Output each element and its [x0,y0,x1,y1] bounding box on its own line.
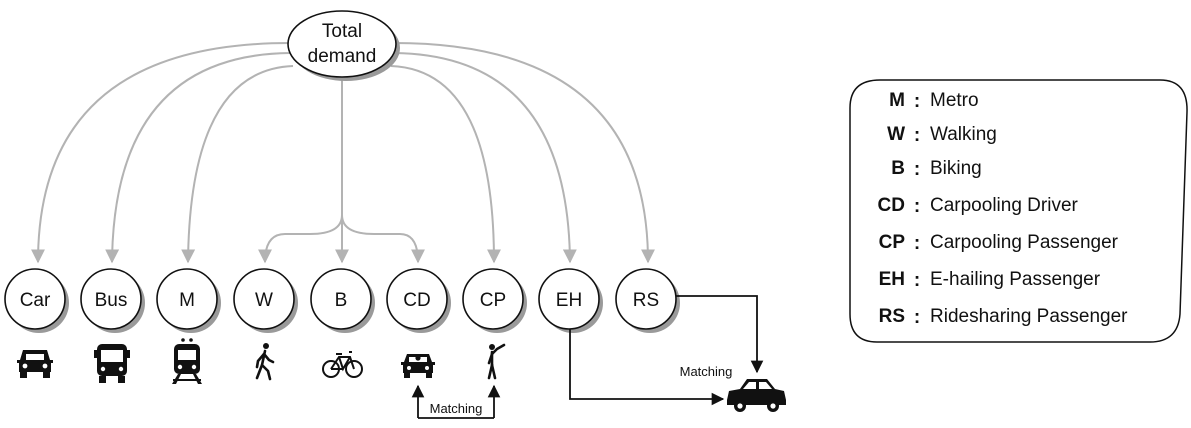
edge-to-walking [258,214,343,264]
walking-person-icon [255,343,275,381]
legend-colon: : [914,125,920,146]
edge-to-metro [181,65,294,264]
legend-colon: : [914,270,920,291]
ridesharing-matching-label: Matching [680,364,733,379]
ridesharing-matching-link [569,295,764,406]
mode-node-ehailing-circle [538,268,600,330]
bicycle-icon [322,351,363,378]
edge-to-car [31,42,291,264]
legend-abbr: EH [879,269,905,290]
train-icon [172,338,202,384]
edge-to-carpool-driver [341,214,425,264]
legend-box [849,79,1188,343]
total-demand-label-line1: Total [322,21,362,42]
legend-row-carpooling-driver: CD : Carpooling Driver [878,195,1079,217]
legend-desc: Walking [930,124,997,145]
legend-desc: E-hailing Passenger [930,269,1101,290]
edge-to-ehailing [393,52,577,264]
mode-node-carpool-driver-label: CD [403,290,430,311]
mode-node-walking: W [233,268,298,333]
legend-colon: : [914,307,920,328]
mode-node-walking-circle [233,268,295,330]
legend-row-carpooling-passenger: CP : Carpooling Passenger [879,232,1119,254]
legend-colon: : [914,196,920,217]
total-demand-ellipse [287,10,397,78]
mode-node-ridesharing: RS [615,268,680,333]
carpool-matching-label: Matching [430,401,483,416]
legend-desc: Biking [930,158,982,179]
legend-colon: : [914,91,920,112]
car-icon [17,350,53,378]
mode-node-carpool-driver-circle [386,268,448,330]
legend-abbr: M [889,90,905,111]
legend-colon: : [914,159,920,180]
ridesharing-to-car-connector [676,295,764,374]
legend-row-ehailing-passenger: EH : E-hailing Passenger [879,269,1101,291]
total-demand-label-line2: demand [308,46,377,67]
mode-node-biking-circle [310,268,372,330]
legend-abbr: B [891,158,905,179]
mode-node-carpool-passenger: CP [462,268,527,333]
mode-node-ehailing: EH [538,268,603,333]
mode-node-bus-circle [80,268,142,330]
legend-colon: : [914,233,920,254]
mode-node-ridesharing-circle [615,268,677,330]
mode-node-bus-label: Bus [95,290,128,311]
carpool-matching-link: Matching [411,384,501,419]
mode-node-car: Car [4,268,69,333]
car-driver-icon [401,354,435,378]
mode-node-metro-label: M [179,290,195,311]
legend-abbr: CD [878,195,905,216]
total-demand-node: Total demand [287,10,400,81]
legend-abbr: RS [879,306,905,327]
legend-desc: Carpooling Passenger [930,232,1119,253]
legend-abbr: CP [879,232,906,253]
mode-node-carpool-driver: CD [386,268,451,333]
ehailing-to-car-connector [569,329,725,406]
mode-node-carpool-passenger-circle [462,268,524,330]
mode-node-metro: M [156,268,221,333]
legend-desc: Ridesharing Passenger [930,306,1128,327]
mode-node-car-circle [4,268,66,330]
mode-node-bus: Bus [80,268,145,333]
legend-row-walking: W : Walking [887,124,997,146]
mode-node-metro-circle [156,268,218,330]
car-side-icon [727,379,786,412]
legend-row-metro: M : Metro [889,90,978,112]
legend-desc: Metro [930,90,979,111]
legend-row-ridesharing-passenger: RS : Ridesharing Passenger [879,306,1129,328]
edge-to-ridesharing [393,42,655,264]
legend-row-biking: B : Biking [891,158,981,180]
legend-desc: Carpooling Driver [930,195,1079,216]
mode-node-walking-label: W [255,290,273,311]
mode-node-biking: B [310,268,375,333]
mode-node-car-label: Car [20,290,51,311]
bus-icon [94,344,130,383]
edge-to-bus [105,52,291,264]
edge-to-carpool-passenger [390,65,501,264]
demand-edges [31,42,655,264]
hailing-person-icon [487,343,506,380]
legend-abbr: W [887,124,905,145]
mode-node-ridesharing-label: RS [633,290,659,311]
mode-node-ehailing-label: EH [556,290,582,311]
mode-node-carpool-passenger-label: CP [480,290,506,311]
mode-node-biking-label: B [335,290,348,311]
legend: M : Metro W : Walking B : Biking CD : Ca… [849,79,1188,343]
